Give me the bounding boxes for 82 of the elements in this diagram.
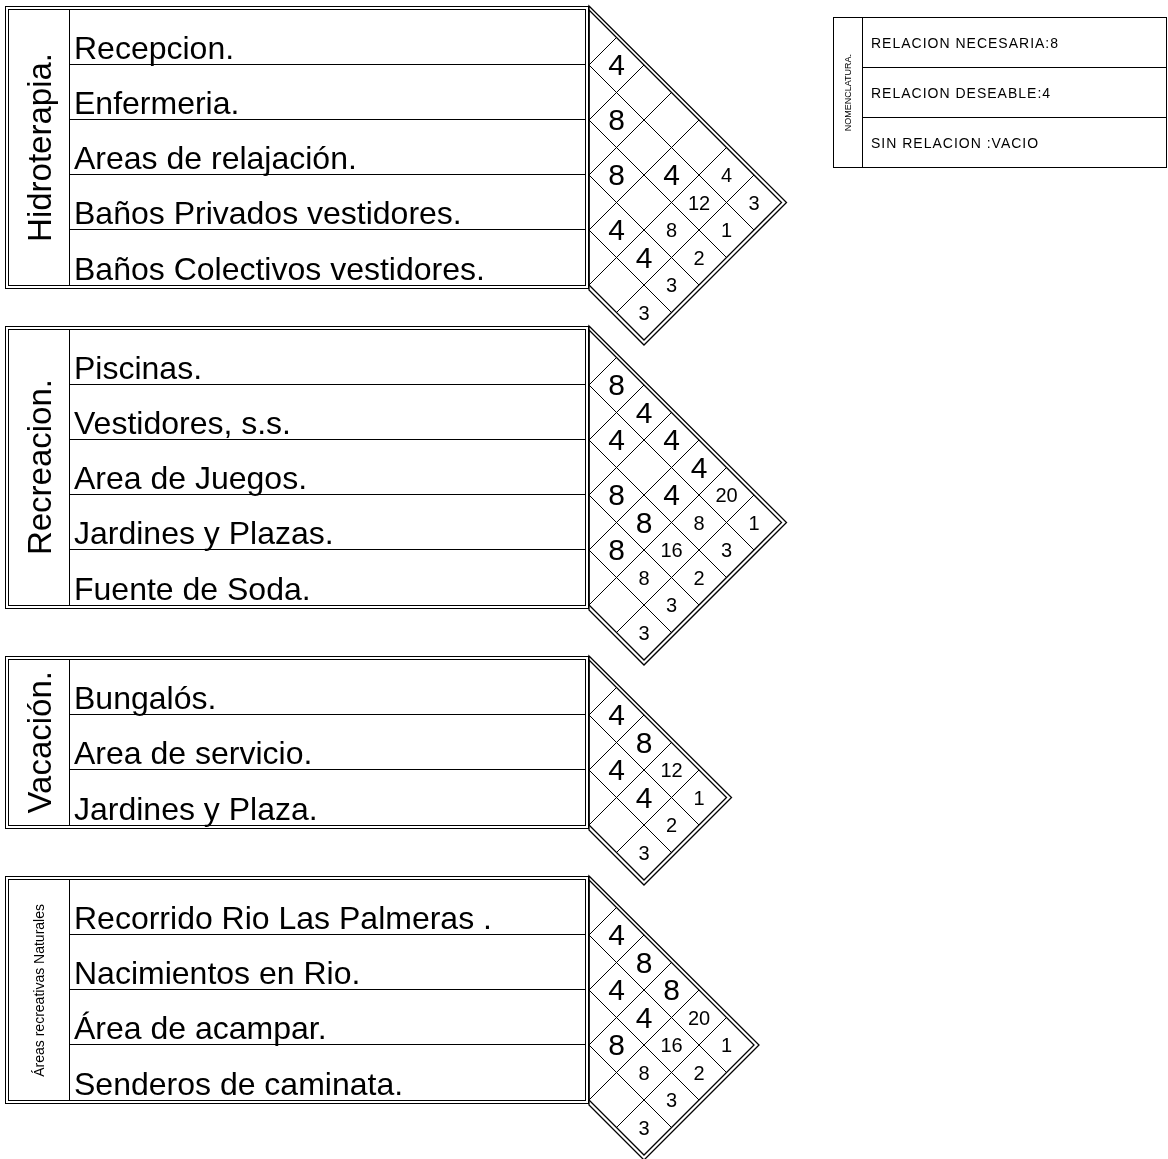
matrix-value: 2 <box>693 567 705 588</box>
function-row: Enfermeria. <box>69 65 585 120</box>
matrix-value: 4 <box>663 425 680 455</box>
group-table <box>5 656 589 829</box>
matrix-value: 4 <box>608 700 625 730</box>
legend-entry: RELACION NECESARIA:8 <box>863 18 1166 68</box>
matrix-value: 4 <box>608 215 625 245</box>
group-title: Áreas recreativas Naturales <box>32 903 46 1077</box>
function-row: Senderos de caminata. <box>69 1045 585 1100</box>
matrix-value: 20 <box>687 1007 711 1028</box>
matrix-value: 4 <box>608 920 625 950</box>
matrix-value: 1 <box>693 787 705 808</box>
legend-title: NOMENCLATURA. <box>843 53 853 132</box>
legend-entry: SIN RELACION :VACIO <box>870 134 1041 153</box>
matrix-value: 3 <box>748 192 760 213</box>
matrix-value: 4 <box>608 425 625 455</box>
matrix-value: 8 <box>608 160 625 190</box>
matrix-value: 16 <box>660 540 683 560</box>
group-table <box>5 326 589 609</box>
matrix-value: 2 <box>693 247 705 268</box>
matrix-value: 3 <box>720 540 733 560</box>
matrix-value: 2 <box>693 1062 705 1083</box>
matrix-value: 8 <box>665 220 678 240</box>
matrix-value: 8 <box>608 370 625 400</box>
matrix-value: 3 <box>665 595 678 615</box>
function-row: Área de acampar. <box>69 990 585 1045</box>
matrix-value: 4 <box>635 242 653 273</box>
matrix-value: 3 <box>638 1117 650 1138</box>
legend-entry: RELACION DESEABLE:4 <box>863 68 1166 118</box>
matrix-value: 8 <box>635 507 653 538</box>
matrix-value: 8 <box>635 727 653 758</box>
function-row: Area de Juegos. <box>69 440 585 495</box>
matrix-value: 3 <box>638 842 650 863</box>
matrix-value: 4 <box>663 160 680 190</box>
function-row: Jardines y Plazas. <box>69 495 585 550</box>
matrix-value: 16 <box>660 1035 683 1055</box>
group-title: Vacación. <box>22 671 56 814</box>
matrix-value: 8 <box>608 1030 625 1060</box>
matrix-value: 8 <box>608 105 625 135</box>
matrix-value: 4 <box>635 782 653 813</box>
matrix-value: 3 <box>665 1090 678 1110</box>
function-row: Nacimientos en Rio. <box>69 935 585 990</box>
matrix-value: 8 <box>693 512 705 533</box>
function-row: Bungalós. <box>69 660 585 715</box>
matrix-value: 1 <box>720 1035 733 1055</box>
matrix-value: 3 <box>638 302 650 323</box>
matrix-value: 8 <box>608 480 625 510</box>
function-row: Vestidores, s.s. <box>69 385 585 440</box>
function-row: Areas de relajación. <box>69 120 585 175</box>
function-row: Area de servicio. <box>69 715 585 770</box>
matrix-value: 1 <box>748 512 760 533</box>
matrix-value: 3 <box>665 275 678 295</box>
group-table <box>5 6 589 289</box>
matrix-value: 4 <box>608 755 625 785</box>
function-row: Recepcion. <box>69 10 585 65</box>
matrix-value: 4 <box>635 397 653 428</box>
function-row: Recorrido Rio Las Palmeras . <box>69 880 585 935</box>
matrix-value: 3 <box>638 622 650 643</box>
function-row: Piscinas. <box>69 330 585 385</box>
matrix-value: 4 <box>690 452 708 483</box>
matrix-value: 2 <box>665 815 678 835</box>
matrix-value: 4 <box>635 1002 653 1033</box>
matrix-value: 8 <box>638 1062 650 1083</box>
function-row: Baños Privados vestidores. <box>69 175 585 230</box>
matrix-value: 1 <box>720 220 733 240</box>
matrix-value: 12 <box>660 760 683 780</box>
matrix-value: 4 <box>608 975 625 1005</box>
function-row: Baños Colectivos vestidores. <box>69 230 585 285</box>
matrix-value: 8 <box>608 535 625 565</box>
matrix-value: 8 <box>638 567 650 588</box>
group-title: Hidroterapia. <box>22 53 56 242</box>
matrix-value: 4 <box>663 480 680 510</box>
matrix-value: 20 <box>715 485 738 505</box>
matrix-value: 4 <box>608 50 625 80</box>
matrix-value: 8 <box>663 975 680 1005</box>
matrix-value: 8 <box>635 947 653 978</box>
matrix-value: 4 <box>720 165 733 185</box>
group-table <box>5 876 589 1104</box>
function-row: Jardines y Plaza. <box>69 770 585 825</box>
group-title: Recreacion. <box>22 379 56 556</box>
matrix-value: 12 <box>687 192 711 213</box>
function-row: Fuente de Soda. <box>69 550 585 605</box>
